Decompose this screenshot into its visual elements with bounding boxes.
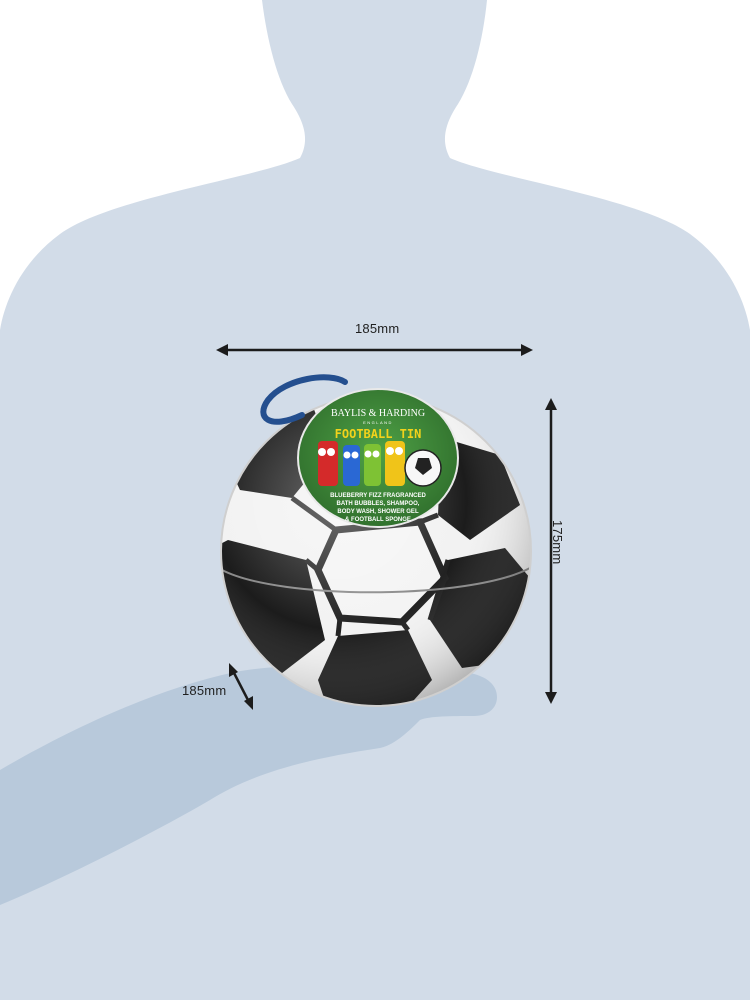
shampoo-bottle (343, 445, 360, 486)
height-dimension-label: 175mm (550, 520, 565, 565)
product-tag: BAYLIS & HARDING ENGLAND FOOTBALL TIN BL… (297, 388, 459, 528)
supporting-hand (0, 665, 497, 905)
width-dimension-label: 185mm (355, 321, 400, 336)
tag-brand: BAYLIS & HARDING (331, 408, 425, 419)
tag-description-line: BATH BUBBLES, SHAMPOO, (337, 501, 420, 507)
hanging-cord (260, 374, 348, 425)
tag-product-title: FOOTBALL TIN (335, 427, 422, 441)
bodywash-bottle (364, 444, 381, 486)
tag-description-line: BLUEBERRY FIZZ FRAGRANCED (330, 493, 426, 499)
bubbles-bottle (318, 441, 338, 486)
depth-dimension-label: 185mm (182, 683, 227, 698)
width-arrow (216, 344, 533, 356)
tag-brand-sub: ENGLAND (363, 420, 393, 425)
tag-description-line: BODY WASH, SHOWER GEL (337, 509, 419, 515)
depth-arrow (229, 663, 253, 710)
height-arrow (545, 398, 557, 704)
tag-description-line: & FOOTBALL SPONGE (345, 517, 411, 523)
